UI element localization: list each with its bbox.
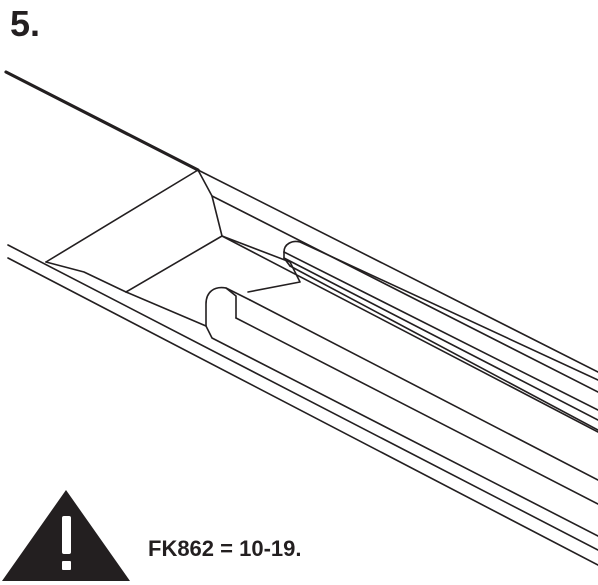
rail-bottom-edge [289,265,598,431]
warning-triangle-icon [2,490,130,581]
rail-top-edge [283,251,598,411]
lower-rim-outer [7,244,598,551]
profile-end-face [205,286,251,327]
lower-rim-inner [7,257,598,566]
profile-bottom [205,325,598,537]
profile-front-edge [235,317,598,505]
end-cap-lip [45,261,127,293]
rail-top-cap [283,240,598,381]
channel-floor [125,291,207,327]
rail-mid-edge [283,257,598,421]
end-cap-top [45,169,199,263]
end-cap-face [125,169,223,293]
warning-note-text: FK862 = 10-19. [148,536,302,561]
end-cap-shadow [221,235,598,433]
back-wall-line [211,195,598,393]
step-number: 5. [10,3,41,44]
profile-top [249,299,598,481]
profile-top-inner [225,287,237,319]
rail-end [283,251,291,267]
upper-rim-edge [4,70,200,172]
back-wall-top [197,169,598,373]
channel-floor-back [221,235,301,293]
